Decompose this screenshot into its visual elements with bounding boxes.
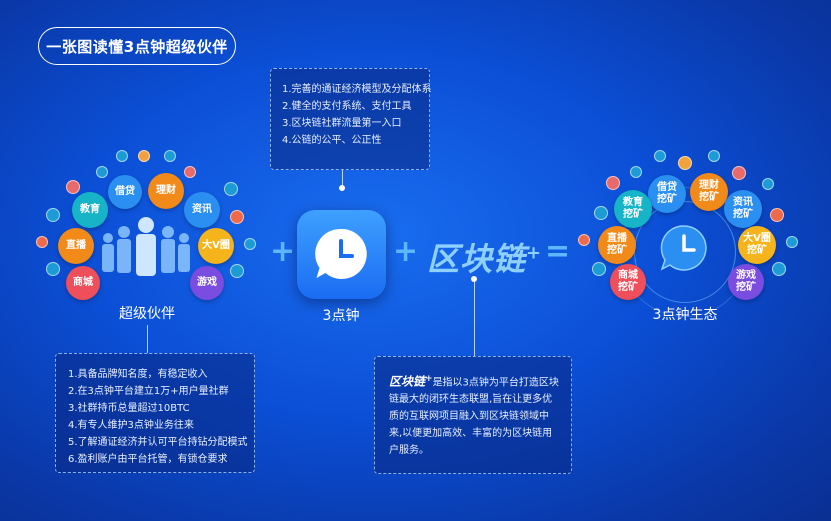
avatar xyxy=(762,178,774,190)
avatar xyxy=(46,262,60,276)
connector-line xyxy=(342,170,343,188)
connector-dot xyxy=(339,185,345,191)
avatar xyxy=(578,234,590,246)
plus-sign: + xyxy=(270,234,296,269)
requirement-item: 5.了解通证经济并认可平台持钻分配模式 xyxy=(68,437,248,448)
bubble-news: 资讯 xyxy=(184,192,220,228)
bubble-education: 教育 xyxy=(72,192,108,228)
bubble-finance: 理财 xyxy=(148,173,184,209)
equals-sign: = xyxy=(545,234,571,269)
avatar xyxy=(224,182,238,196)
app-feature-item: 3.区块链社群流量第一入口 xyxy=(282,118,402,129)
page-title: 一张图读懂3点钟超级伙伴 xyxy=(38,27,236,65)
avatar xyxy=(732,166,746,180)
eco-bubble-live: 直播 挖矿 xyxy=(598,226,636,264)
blockchain-plus: + xyxy=(526,242,543,264)
requirement-item: 2.在3点钟平台建立1万+用户量社群 xyxy=(68,386,229,397)
eco-bubble-news-text: 资讯 挖矿 xyxy=(733,197,753,220)
avatar xyxy=(786,236,798,248)
avatar xyxy=(770,208,784,222)
eco-bubble-game: 游戏 挖矿 xyxy=(728,264,764,300)
avatar xyxy=(592,262,606,276)
connector-dot xyxy=(471,276,477,282)
eco-bubble-bigv: 大V圈 挖矿 xyxy=(738,226,776,264)
eco-bubble-finance: 理财 挖矿 xyxy=(690,173,728,211)
requirement-item: 4.有专人维护3点钟业务往来 xyxy=(68,420,194,431)
avatar xyxy=(46,208,60,222)
eco-bubble-education: 教育 挖矿 xyxy=(614,190,652,228)
avatar xyxy=(66,180,80,194)
avatar xyxy=(164,150,176,162)
bubble-game: 游戏 xyxy=(190,266,224,300)
blockchain-description-box: 区块链+是指以3点钟为平台打造区块链最大的闭环生态联盟,旨在让更多优质的互联网项… xyxy=(374,356,572,474)
connector-line xyxy=(147,325,148,353)
bubble-bigv: 大V圈 xyxy=(198,228,234,264)
app-feature-item: 4.公链的公平、公正性 xyxy=(282,135,382,146)
app-label: 3点钟 xyxy=(322,308,360,324)
ecosystem-label: 3点钟生态 xyxy=(652,307,718,323)
avatar xyxy=(138,150,150,162)
eco-bubble-loan: 借贷 挖矿 xyxy=(648,175,686,213)
blockchain-text: 区块链+ xyxy=(427,234,542,280)
partner-requirements-box: 1.具备品牌知名度，有稳定收入 2.在3点钟平台建立1万+用户量社群 3.社群持… xyxy=(55,353,255,473)
avatar xyxy=(630,166,642,178)
avatar xyxy=(594,206,608,220)
eco-bubble-education-text: 教育 挖矿 xyxy=(623,197,643,220)
avatar xyxy=(678,156,692,170)
partner-label: 超级伙伴 xyxy=(119,306,175,322)
eco-bubble-finance-text: 理财 挖矿 xyxy=(699,180,719,203)
avatar xyxy=(230,210,244,224)
clock-chat-icon xyxy=(660,225,707,271)
page-title-text: 一张图读懂3点钟超级伙伴 xyxy=(46,37,228,56)
avatar xyxy=(116,150,128,162)
bubble-mall: 商城 xyxy=(66,266,100,300)
avatar xyxy=(230,264,244,278)
avatar xyxy=(244,238,256,250)
requirement-item: 6.盈利账户由平台托管，有锁仓要求 xyxy=(68,454,228,465)
eco-bubble-live-text: 直播 挖矿 xyxy=(607,233,627,256)
eco-bubble-mall: 商城 挖矿 xyxy=(610,264,646,300)
blockchain-word: 区块链 xyxy=(427,240,527,278)
blockchain-description-text: 是指以3点钟为平台打造区块链最大的闭环生态联盟,旨在让更多优质的互联网项目融入到… xyxy=(389,377,559,457)
avatar xyxy=(708,150,720,162)
avatar xyxy=(96,166,108,178)
app-feature-item: 2.健全的支付系统、支付工具 xyxy=(282,101,412,112)
bubble-live: 直播 xyxy=(58,228,94,264)
clock-chat-icon xyxy=(315,228,367,279)
requirement-item: 1.具备品牌知名度，有稳定收入 xyxy=(68,369,208,380)
blockchain-description-plus: + xyxy=(425,374,433,384)
eco-bubble-game-text: 游戏 挖矿 xyxy=(736,270,756,293)
avatar xyxy=(654,150,666,162)
app-features-box: 1.完善的通证经济模型及分配体系 2.健全的支付系统、支付工具 3.区块链社群流… xyxy=(270,68,432,170)
avatar xyxy=(772,262,786,276)
plus-sign: + xyxy=(393,234,419,269)
blockchain-description-title: 区块链 xyxy=(389,374,426,389)
people-group-icon xyxy=(102,217,190,276)
avatar xyxy=(184,166,196,178)
eco-bubble-mall-text: 商城 挖矿 xyxy=(618,270,638,293)
blockchain-description: 区块链+是指以3点钟为平台打造区块链最大的闭环生态联盟,旨在让更多优质的互联网项… xyxy=(389,371,559,459)
eco-bubble-news: 资讯 挖矿 xyxy=(724,190,762,228)
bubble-loan: 借贷 xyxy=(108,175,142,209)
eco-bubble-bigv-text: 大V圈 挖矿 xyxy=(743,233,771,256)
connector-line xyxy=(474,282,475,356)
eco-bubble-loan-text: 借贷 挖矿 xyxy=(657,182,677,205)
app-icon xyxy=(297,210,386,299)
app-feature-item: 1.完善的通证经济模型及分配体系 xyxy=(282,84,432,95)
requirement-item: 3.社群持币总量超过10BTC xyxy=(68,403,190,414)
avatar xyxy=(36,236,48,248)
avatar xyxy=(606,176,620,190)
